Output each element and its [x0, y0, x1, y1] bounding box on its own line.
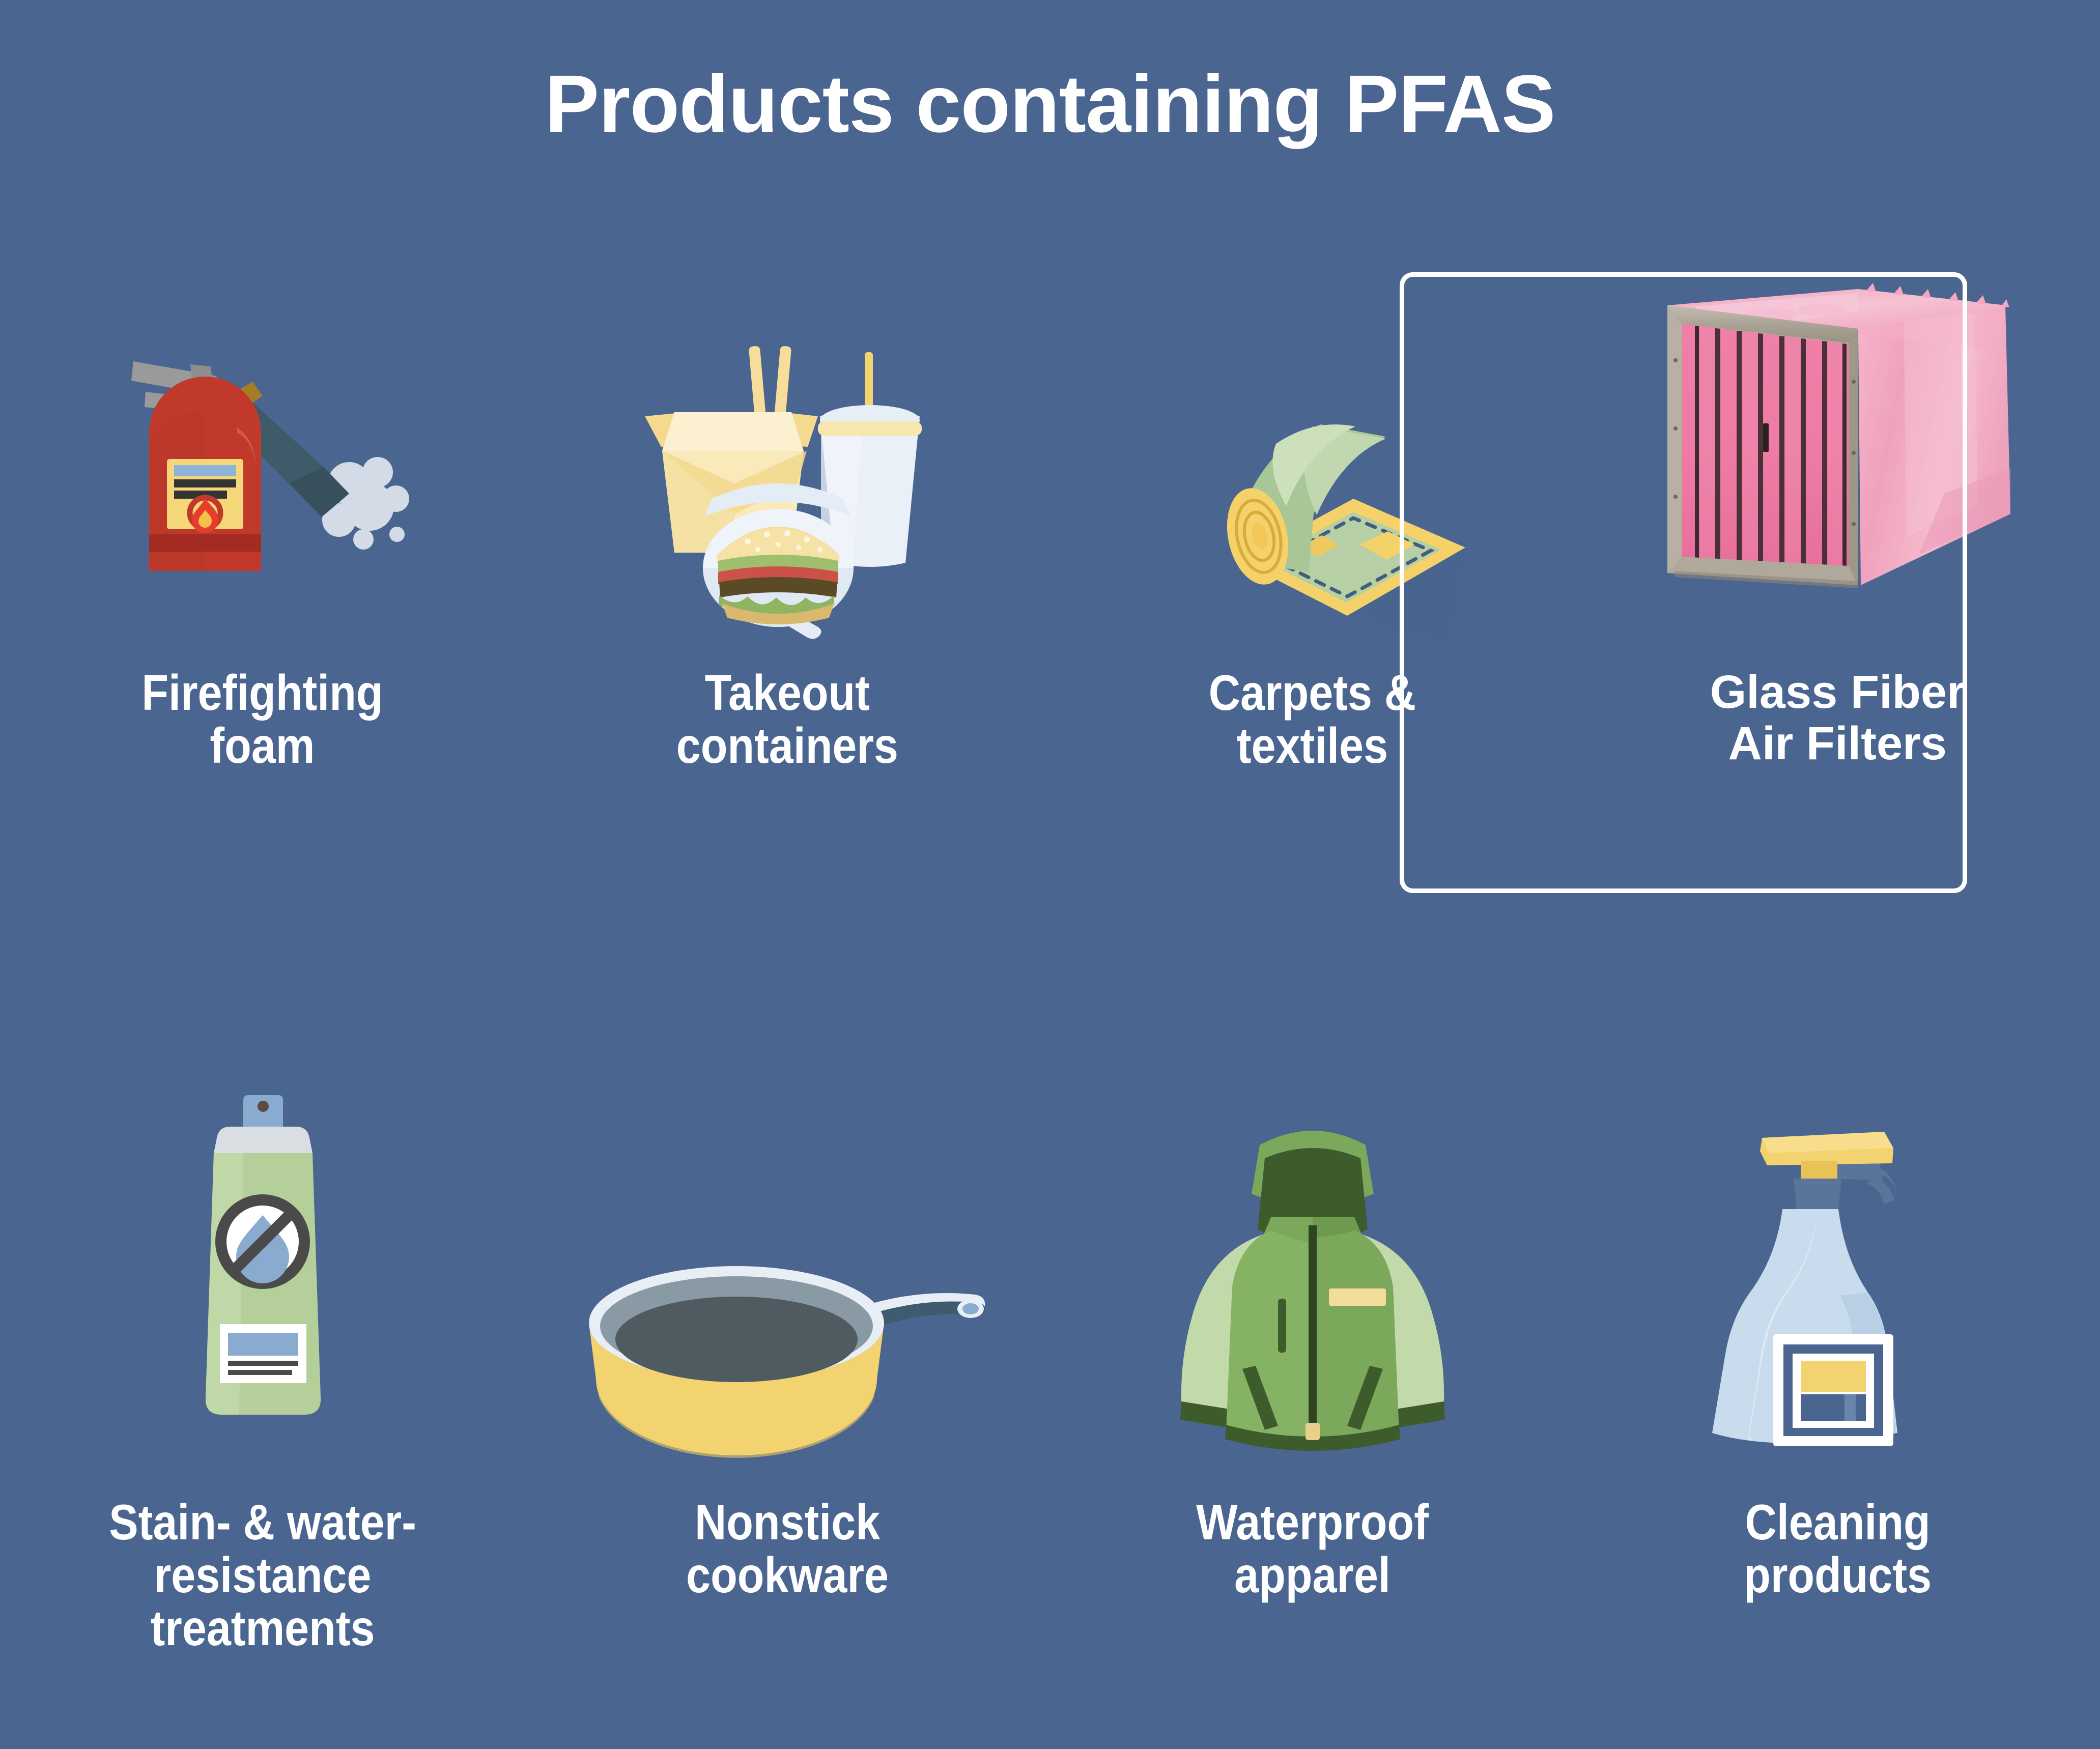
product-label: Carpets & textiles	[1209, 665, 1416, 773]
product-card-stain-water-resistance-treatments[interactable]: Stain- & water- resistance treatments	[0, 1069, 525, 1705]
product-row-bottom: Stain- & water- resistance treatments	[0, 1069, 2100, 1705]
product-label: Cleaning products	[1743, 1494, 1932, 1603]
product-label: Firefighting foam	[141, 665, 383, 773]
product-card-cleaning-products[interactable]: Cleaning products	[1575, 1069, 2100, 1705]
bag-air-filter-icon	[1575, 239, 2100, 646]
highlight-border-glass-fiber-air-filters	[1400, 272, 1967, 893]
product-card-waterproof-apparel[interactable]: Waterproof apparel	[1050, 1069, 1575, 1705]
hooded-jacket-icon	[1050, 1069, 1575, 1476]
product-label: Takeout containers	[676, 665, 899, 773]
product-label: Stain- & water- resistance treatments	[108, 1494, 416, 1656]
spray-bottle-icon	[1575, 1069, 2100, 1476]
product-label: Waterproof apparel	[1196, 1494, 1429, 1603]
product-card-glass-fiber-air-filters[interactable]: Glass Fiber Air Filters	[1575, 239, 2100, 911]
product-row-top: Firefighting foam	[0, 239, 2100, 911]
page-title: Products containing PFAS	[545, 58, 1555, 149]
product-card-nonstick-cookware[interactable]: Nonstick cookware	[525, 1069, 1051, 1705]
rolled-carpet-icon	[1050, 239, 1575, 646]
spray-can-icon	[0, 1069, 525, 1476]
product-card-takeout-containers[interactable]: Takeout containers	[525, 239, 1051, 911]
product-label: Nonstick cookware	[686, 1494, 889, 1603]
fire-extinguisher-icon	[0, 239, 525, 646]
product-card-carpets-textiles[interactable]: Carpets & textiles	[1050, 239, 1575, 911]
takeout-food-icon	[525, 239, 1051, 646]
product-card-firefighting-foam[interactable]: Firefighting foam	[0, 239, 525, 911]
product-label: Glass Fiber Air Filters	[1710, 666, 1965, 770]
frying-pan-icon	[525, 1069, 1051, 1476]
